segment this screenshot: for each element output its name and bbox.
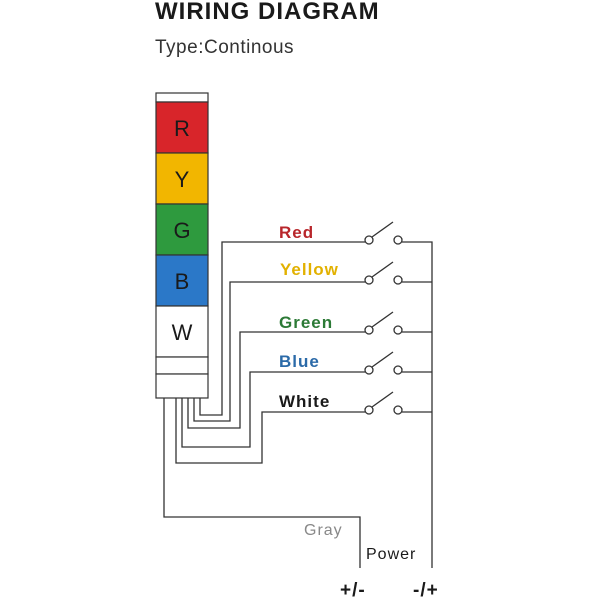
tower-letter-b: B	[175, 269, 190, 294]
wire-label-yellow: Yellow	[280, 260, 339, 279]
tower-segment-white	[155, 305, 209, 358]
signal-tower	[155, 92, 209, 399]
wire-power-bus	[402, 241, 433, 568]
wire-green	[187, 331, 365, 429]
tower-letter-w: W	[172, 320, 193, 345]
terminal-left-label: +/-	[340, 580, 366, 600]
tower-segment-yellow	[155, 152, 209, 205]
tower-base-lower	[155, 373, 209, 399]
switch-white	[364, 391, 403, 415]
wire-gray	[163, 398, 361, 568]
gray-label: Gray	[304, 522, 343, 539]
switch-red	[364, 221, 403, 245]
tower-letter-y: Y	[175, 167, 190, 192]
tower-base-upper	[155, 356, 209, 375]
wire-label-red: Red	[279, 223, 314, 242]
wire-label-white: White	[279, 392, 330, 411]
switch-yellow	[364, 261, 403, 285]
wire-blue	[181, 371, 365, 448]
tower-letter-g: G	[173, 218, 190, 243]
tower-segment-red	[155, 101, 209, 154]
tower-letter-r: R	[174, 116, 190, 141]
tower-cap	[155, 92, 209, 103]
tower-segment-blue	[155, 254, 209, 307]
diagram-title: WIRING DIAGRAM	[155, 0, 380, 25]
switch-green	[364, 311, 403, 335]
diagram-subtitle: Type:Continous	[155, 37, 295, 58]
switch-blue	[364, 351, 403, 375]
wire-red	[199, 241, 365, 416]
wire-label-blue: Blue	[279, 352, 320, 371]
wire-label-green: Green	[279, 313, 333, 332]
tower-segment-green	[155, 203, 209, 256]
power-label: Power	[366, 546, 416, 563]
terminal-right-label: -/+	[413, 580, 439, 600]
wire-white	[175, 398, 365, 464]
wire-yellow	[193, 281, 365, 422]
